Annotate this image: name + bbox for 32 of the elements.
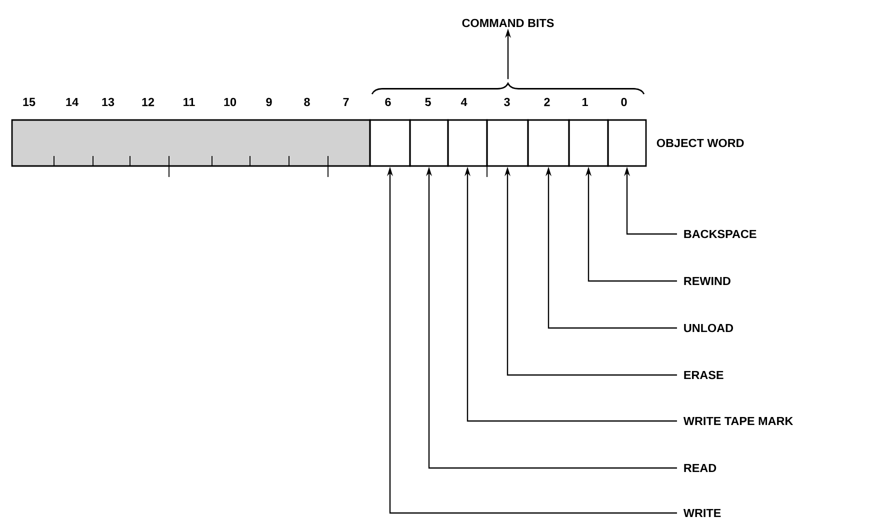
label-text: WRITE TAPE MARK [683, 416, 794, 426]
bit-number: 5 [425, 98, 431, 106]
heading-text: COMMAND BITS [462, 18, 554, 28]
label-text: REWIND [684, 276, 730, 286]
label-text: BACKSPACE [684, 230, 756, 238]
brace [371, 82, 645, 94]
bit-number: 7 [343, 98, 349, 106]
bit-cell [527, 119, 570, 167]
bit-number: 13 [102, 98, 114, 106]
bit-number: 12 [142, 98, 154, 106]
bit-cell [409, 119, 449, 167]
label-text: UNLOAD [684, 324, 734, 332]
bit-cell [486, 119, 529, 167]
bit-number: 3 [504, 98, 510, 106]
bit-number: 1 [582, 98, 588, 106]
bit-number: 8 [304, 98, 310, 106]
bit-number: 10 [224, 98, 236, 106]
bit-number: 11 [184, 98, 195, 106]
bit-number: 9 [266, 98, 272, 106]
bit-cell [447, 119, 488, 167]
bit-cell [568, 119, 609, 167]
label-text: READ [684, 464, 716, 472]
bit-cell [607, 119, 647, 167]
bit-number: 2 [544, 98, 550, 106]
bit-cell [369, 119, 411, 167]
label-text: WRITE [683, 508, 721, 518]
bit-number: 15 [23, 98, 36, 106]
bit-number: 14 [66, 98, 78, 106]
bit-number: 0 [621, 98, 627, 106]
bit-number: 4 [460, 98, 468, 106]
bit-number: 6 [385, 98, 391, 106]
label-text: ERASE [684, 370, 724, 380]
